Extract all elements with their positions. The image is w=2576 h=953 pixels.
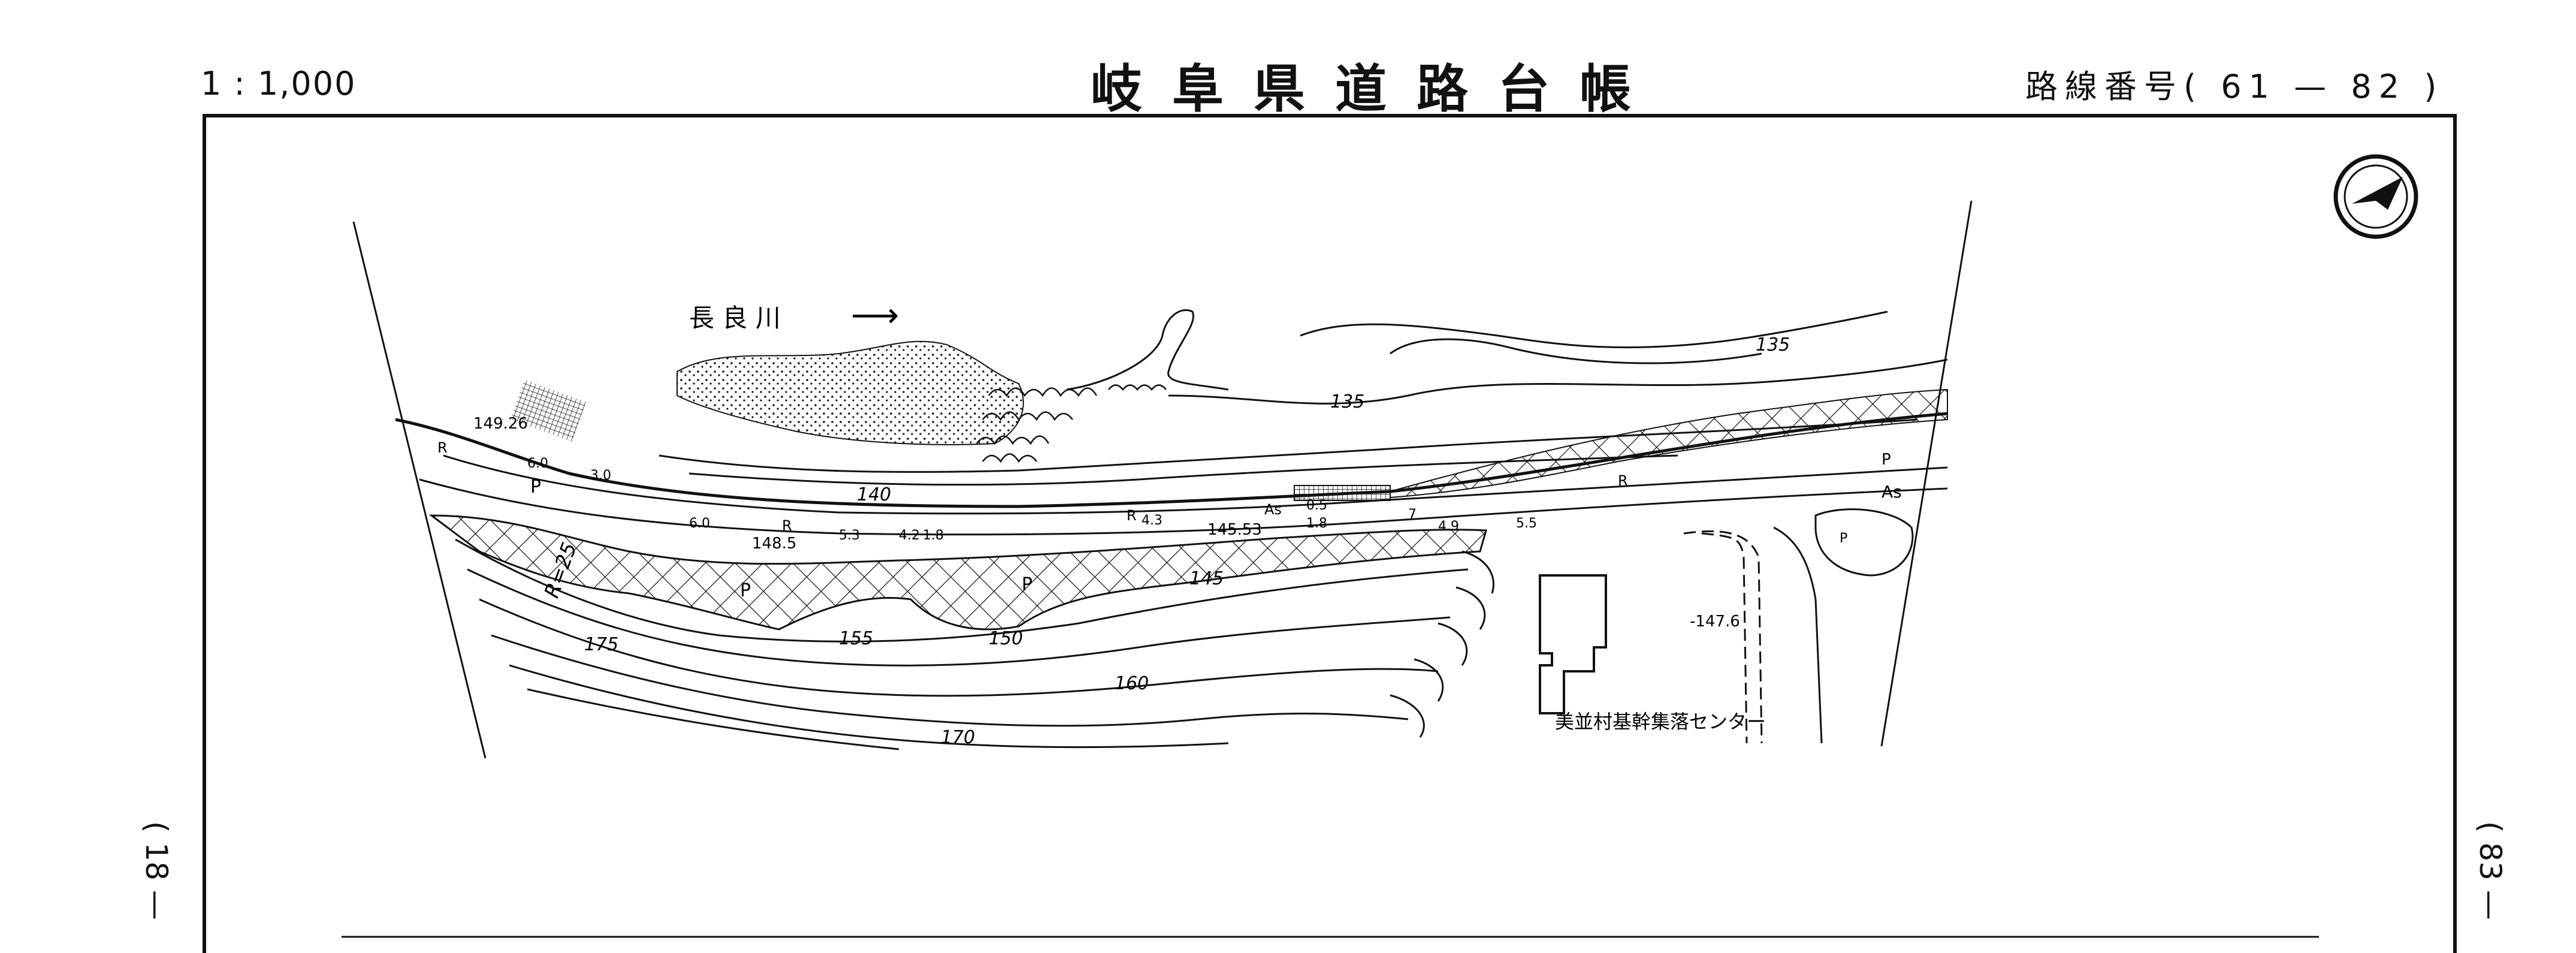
parking-symbol: P xyxy=(1022,574,1032,595)
slope-steps xyxy=(1390,550,1495,738)
route-from: 61 xyxy=(2221,68,2276,105)
width-label: 7 xyxy=(1408,507,1417,522)
facility-name: 美並村基幹集落センター xyxy=(1555,710,1766,733)
contour-label: 155 xyxy=(839,628,873,649)
access-road-dashed-2 xyxy=(1701,532,1748,744)
elevation-label: 148.5 xyxy=(752,535,796,553)
contour-label: 160 xyxy=(1115,673,1149,694)
route-close-paren: ) xyxy=(2424,68,2444,105)
asphalt-symbol: As xyxy=(1882,482,1902,502)
route-dash: — xyxy=(2294,68,2334,105)
road-line-1 xyxy=(443,454,1948,515)
width-label: 4.9 xyxy=(1438,519,1459,534)
scale-label: 1 : 1,000 xyxy=(201,65,357,102)
parking-symbol: P xyxy=(1882,451,1891,469)
contours-south xyxy=(455,538,1469,750)
parking-right xyxy=(1814,508,1914,577)
contour-label: 140 xyxy=(857,484,891,505)
width-label: 1.8 xyxy=(1306,516,1327,531)
river-flow-arrow: ⟶ xyxy=(851,296,899,335)
elevation-label: 149.26 xyxy=(473,415,528,433)
asphalt-symbol: As xyxy=(1264,501,1282,518)
sheet-edge-left xyxy=(352,221,487,759)
bridge-grid xyxy=(1294,485,1391,501)
road-right-branch xyxy=(1773,526,1823,744)
width-label: 5.3 xyxy=(839,528,860,543)
sheet-edge-right xyxy=(1880,200,1973,747)
contour-label: 150 xyxy=(989,628,1023,649)
route-open-paren: ( xyxy=(2184,68,2204,105)
contour-label: 135 xyxy=(1756,334,1790,355)
width-label: 1.8 xyxy=(923,528,944,543)
width-label: 6.0 xyxy=(689,516,710,531)
road-edge-symbol: R xyxy=(1127,507,1137,524)
road-edge-symbol: R xyxy=(437,439,448,456)
embankment-hatch xyxy=(1390,388,1948,499)
parking-symbol: P xyxy=(1840,531,1847,546)
elevation-label: -147.6 xyxy=(1690,613,1740,631)
river-name: 長 良 川 xyxy=(689,303,781,333)
width-label: 5.5 xyxy=(1516,516,1537,531)
building-outline xyxy=(1539,574,1607,714)
north-arrow-icon xyxy=(2333,154,2418,239)
page-title: 岐阜県道路台帳 xyxy=(1091,59,1661,119)
width-label: 4.2 xyxy=(899,528,920,543)
vegetation xyxy=(976,384,1167,463)
route-to: 82 xyxy=(2351,68,2407,105)
parking-symbol: P xyxy=(740,580,751,601)
bridge-grid-left xyxy=(510,379,587,442)
route-number: 路線番号( 61 — 82 ) xyxy=(2025,60,2444,107)
contour-label: 145 xyxy=(1189,568,1224,589)
elevation-label: 145.53 xyxy=(1207,521,1262,539)
width-label: 3.0 xyxy=(590,468,611,483)
contour-label: 175 xyxy=(584,634,618,655)
access-road-dashed xyxy=(1683,530,1763,744)
water-edge xyxy=(1066,309,1229,391)
sandbar xyxy=(677,340,1024,445)
parking-symbol: P xyxy=(530,476,541,497)
width-label: 4.3 xyxy=(1141,513,1162,528)
width-label: 6.0 xyxy=(527,456,548,471)
map-frame xyxy=(203,114,2457,953)
width-label: 0.5 xyxy=(1306,498,1327,513)
parking-area xyxy=(428,514,1487,631)
road-edge-symbol: R xyxy=(1618,472,1628,489)
contour-label: 135 xyxy=(1330,391,1364,412)
contour-label: 170 xyxy=(941,727,975,748)
route-number-label: 路線番号 xyxy=(2025,68,2184,105)
road-edge-symbol: R xyxy=(782,517,792,534)
road-line-2 xyxy=(419,478,1948,536)
